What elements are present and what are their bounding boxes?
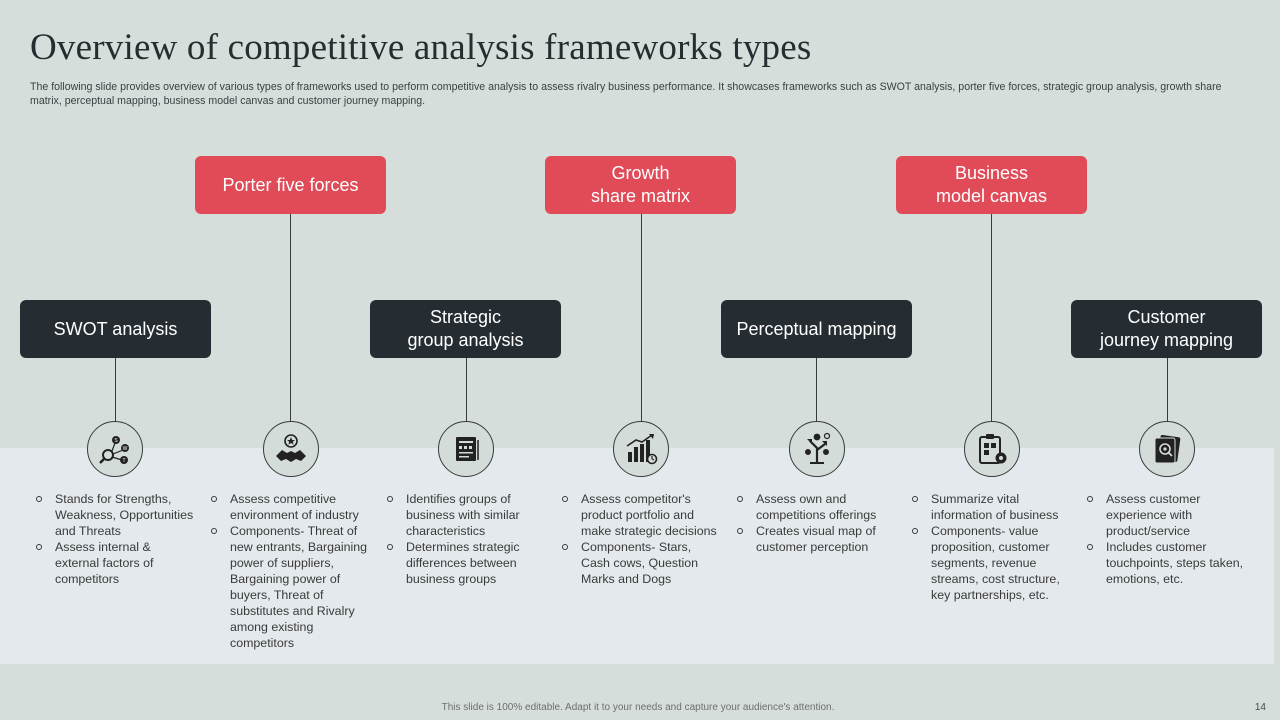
- svg-text:S: S: [114, 438, 118, 444]
- connector-line: [290, 214, 291, 421]
- box-label: Porter five forces: [222, 174, 359, 195]
- connector-line: [466, 357, 467, 421]
- svg-text:T: T: [122, 458, 125, 464]
- list-item: Assess own and competitions offerings: [737, 491, 895, 523]
- connector-line: [816, 357, 817, 421]
- list-item: Assess competitive environment of indust…: [211, 491, 369, 523]
- connector-line: [991, 214, 992, 421]
- footer-note: This slide is 100% editable. Adapt it to…: [441, 702, 835, 713]
- list-item: Includes customer touchpoints, steps tak…: [1087, 539, 1245, 587]
- strategic-group-analysis-box: Strategic group analysis: [370, 300, 561, 358]
- box-label: Perceptual mapping: [736, 318, 897, 339]
- box-label: SWOT analysis: [53, 318, 178, 339]
- customer-journey-bullets: Assess customer experience with product/…: [1087, 491, 1245, 587]
- porter-bullets: Assess competitive environment of indust…: [211, 491, 369, 651]
- handshake-icon: [263, 421, 319, 477]
- list-item: Assess customer experience with product/…: [1087, 491, 1245, 539]
- svg-text:W: W: [123, 446, 128, 452]
- connector-line: [641, 214, 642, 421]
- porter-five-forces-box: Porter five forces: [195, 156, 386, 214]
- bar-chart-icon: [613, 421, 669, 477]
- swot-analysis-box: SWOT analysis: [20, 300, 211, 358]
- box-label: Customer journey mapping: [1099, 307, 1234, 350]
- business-model-bullets: Summarize vital information of business …: [912, 491, 1070, 603]
- list-item: Components- Threat of new entrants, Barg…: [211, 523, 369, 651]
- connector-line: [115, 357, 116, 421]
- box-label: Growth share matrix: [590, 163, 691, 206]
- strategic-group-bullets: Identifies groups of business with simil…: [387, 491, 545, 587]
- presentation-icon: [438, 421, 494, 477]
- connector-line: [1167, 357, 1168, 421]
- clipboard-gear-icon: [964, 421, 1020, 477]
- list-item: Summarize vital information of business: [912, 491, 1070, 523]
- slide-title: Overview of competitive analysis framewo…: [30, 27, 812, 68]
- swot-bullets: Stands for Strengths, Weakness, Opportun…: [36, 491, 194, 587]
- list-item: Stands for Strengths, Weakness, Opportun…: [36, 491, 194, 539]
- list-item: Components- Stars, Cash cows, Question M…: [562, 539, 720, 587]
- growth-share-matrix-box: Growth share matrix: [545, 156, 736, 214]
- list-item: Assess competitor's product portfolio an…: [562, 491, 720, 539]
- list-item: Determines strategic differences between…: [387, 539, 545, 587]
- growth-share-bullets: Assess competitor's product portfolio an…: [562, 491, 720, 587]
- direction-stars-icon: [789, 421, 845, 477]
- journey-search-icon: [1139, 421, 1195, 477]
- list-item: Assess internal & external factors of co…: [36, 539, 194, 587]
- list-item: Creates visual map of customer perceptio…: [737, 523, 895, 555]
- box-label: Business model canvas: [935, 163, 1048, 206]
- perceptual-mapping-box: Perceptual mapping: [721, 300, 912, 358]
- page-number: 14: [1254, 702, 1266, 713]
- swot-icon: S W T: [87, 421, 143, 477]
- business-model-canvas-box: Business model canvas: [896, 156, 1087, 214]
- content-band: [0, 448, 1274, 664]
- box-label: Strategic group analysis: [407, 307, 524, 350]
- perceptual-mapping-bullets: Assess own and competitions offerings Cr…: [737, 491, 895, 555]
- list-item: Identifies groups of business with simil…: [387, 491, 545, 539]
- list-item: Components- value proposition, customer …: [912, 523, 1070, 603]
- customer-journey-mapping-box: Customer journey mapping: [1071, 300, 1262, 358]
- slide-subtitle: The following slide provides overview of…: [30, 81, 1222, 107]
